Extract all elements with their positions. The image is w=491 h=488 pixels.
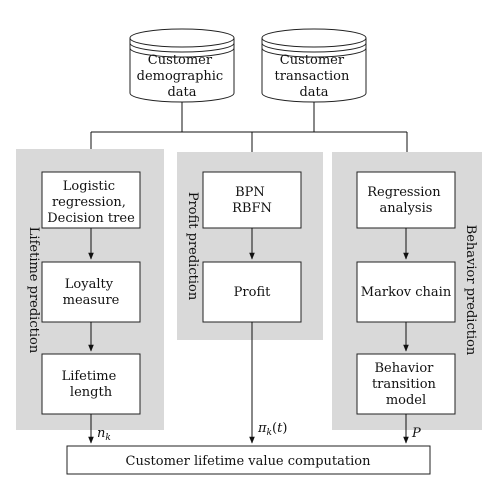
lifetime-nodes: Logistic regression, Decision tree Loyal… xyxy=(41,171,141,444)
node-profit-label: Profit xyxy=(234,285,271,300)
profit-nodes: BPN RBFN Profit xyxy=(202,171,302,444)
node-logistic-regression xyxy=(41,171,141,229)
transaction-line-2: transaction xyxy=(275,69,350,84)
panel-behavior-label: Behavior prediction xyxy=(463,225,478,356)
node-lifetime-length-label: Lifetime length xyxy=(62,369,121,400)
panel-profit-label: Profit prediction xyxy=(185,192,200,301)
node-loyalty-measure-label: Loyalty measure xyxy=(63,277,120,308)
node-regression-analysis-label: Regression analysis xyxy=(367,185,445,216)
symbol-p: P xyxy=(411,426,421,441)
transaction-label: Customer transaction data xyxy=(275,53,354,100)
result-box xyxy=(66,445,431,475)
behavior-nodes: Regression analysis Markov chain Behavio… xyxy=(356,171,456,444)
node-behavior-transition-model xyxy=(356,353,456,415)
demographic-line-3: data xyxy=(167,85,196,100)
node-bpn-rbfn xyxy=(202,171,302,229)
node-markov-chain-label: Markov chain xyxy=(361,285,452,300)
node-bpn-rbfn-label: BPN RBFN xyxy=(232,185,272,216)
node-lifetime-length xyxy=(41,353,141,415)
database-transaction: Customer transaction data xyxy=(261,28,367,103)
panel-lifetime-label: Lifetime prediction xyxy=(26,227,41,354)
node-markov-chain xyxy=(356,261,456,323)
demographic-line-2: demographic xyxy=(137,69,224,84)
transaction-line-3: data xyxy=(299,85,328,100)
node-profit xyxy=(202,261,302,323)
node-loyalty-measure xyxy=(41,261,141,323)
symbol-pi-k-t: πk(t) xyxy=(257,421,287,438)
node-behavior-transition-model-label: Behavior transition model xyxy=(372,361,440,408)
result-label: Customer lifetime value computation xyxy=(126,454,372,469)
demographic-label: Customer demographic data xyxy=(137,53,228,100)
node-regression-analysis xyxy=(356,171,456,229)
demographic-line-1: Customer xyxy=(148,53,213,68)
node-logistic-regression-label: Logistic regression, Decision tree xyxy=(47,179,135,226)
database-demographic: Customer demographic data xyxy=(129,28,235,103)
transaction-line-1: Customer xyxy=(280,53,345,68)
